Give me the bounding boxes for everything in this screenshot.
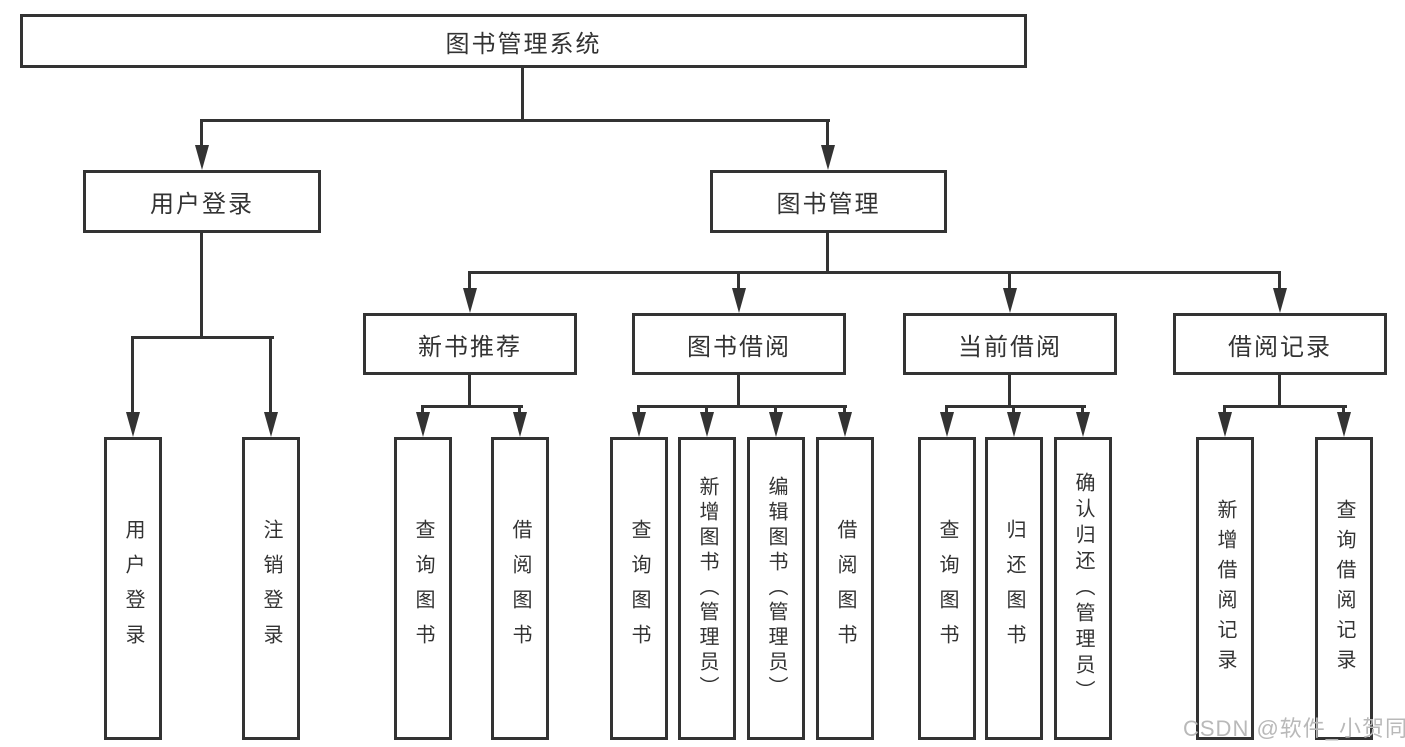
node-user-login: 用户登录 bbox=[83, 170, 321, 233]
arrowhead-l4-borrow-book-1 bbox=[513, 412, 527, 437]
connector-drop-l4 bbox=[843, 405, 846, 417]
arrowhead-book-management bbox=[821, 145, 835, 170]
connector-drop-l4 bbox=[1342, 405, 1345, 417]
arrowhead-l4-return-book bbox=[1007, 412, 1021, 437]
connector-drop-borrow-records bbox=[1278, 271, 1281, 291]
arrowhead-l4-query-record bbox=[1337, 412, 1351, 437]
arrowhead-l4-add-record bbox=[1218, 412, 1232, 437]
connector-user-login-stem bbox=[200, 233, 203, 337]
leaf-label: 新增借阅记录 bbox=[1214, 498, 1236, 679]
leaf-label: 借阅图书 bbox=[509, 518, 531, 659]
connector-user-login-rail bbox=[131, 336, 274, 339]
leaf-label: 查询借阅记录 bbox=[1333, 498, 1355, 679]
connector-drop-leaf-logout bbox=[269, 336, 272, 416]
arrowhead-l4-query-book-1 bbox=[416, 412, 430, 437]
connector-drop-l4 bbox=[1012, 405, 1015, 417]
connector-root-rail bbox=[200, 119, 830, 122]
connector-drop-new-books bbox=[468, 271, 471, 291]
connector-borrow-records-rail bbox=[1223, 405, 1347, 408]
arrowhead-l4-edit-book bbox=[769, 412, 783, 437]
node-label: 当前借阅 bbox=[958, 333, 1062, 361]
leaf-label: 借阅图书 bbox=[834, 518, 856, 659]
arrowhead-l4-query-book-3 bbox=[940, 412, 954, 437]
node-label: 图书借阅 bbox=[687, 333, 791, 361]
connector-book-borrow-stem bbox=[737, 375, 740, 406]
leaf-add-borrow-record: 新增借阅记录 bbox=[1196, 437, 1254, 740]
leaf-borrow-book-recommend: 借阅图书 bbox=[491, 437, 549, 740]
arrowhead-leaf-logout bbox=[264, 412, 278, 437]
connector-root-stem bbox=[521, 68, 524, 121]
node-label: 用户登录 bbox=[150, 191, 254, 218]
leaf-logout: 注销登录 bbox=[242, 437, 300, 740]
node-library-management-system: 图书管理系统 bbox=[20, 14, 1027, 68]
node-label: 图书管理 bbox=[776, 191, 881, 218]
connector-drop-l4 bbox=[945, 405, 948, 417]
connector-drop-book-borrow bbox=[737, 271, 740, 291]
node-label: 图书管理系统 bbox=[445, 30, 602, 58]
connector-drop-l4 bbox=[705, 405, 708, 417]
node-label: 借阅记录 bbox=[1228, 333, 1332, 361]
connector-current-borrow-stem bbox=[1008, 375, 1011, 406]
leaf-label: 编辑图书（管理员） bbox=[765, 476, 787, 701]
leaf-add-book-admin: 新增图书（管理员） bbox=[678, 437, 736, 740]
leaf-query-borrow-record: 查询借阅记录 bbox=[1315, 437, 1373, 740]
arrowhead-l4-confirm-return bbox=[1076, 412, 1090, 437]
leaf-query-book-recommend: 查询图书 bbox=[394, 437, 452, 740]
connector-drop-leaf-user-login bbox=[131, 336, 134, 416]
node-book-borrowing: 图书借阅 bbox=[632, 313, 846, 375]
connector-drop-l4 bbox=[518, 405, 521, 417]
connector-new-books-stem bbox=[468, 375, 471, 406]
leaf-confirm-return-admin: 确认归还（管理员） bbox=[1054, 437, 1112, 740]
connector-drop-l4 bbox=[1223, 405, 1226, 417]
leaf-label: 注销登录 bbox=[260, 518, 282, 659]
leaf-borrow-book-borrowing: 借阅图书 bbox=[816, 437, 874, 740]
connector-borrow-records-stem bbox=[1278, 375, 1281, 406]
leaf-query-book-borrowing: 查询图书 bbox=[610, 437, 668, 740]
connector-book-borrow-rail bbox=[637, 405, 847, 408]
node-book-management: 图书管理 bbox=[710, 170, 947, 233]
connector-drop-l4 bbox=[637, 405, 640, 417]
connector-drop-book-management bbox=[826, 119, 829, 147]
leaf-label: 查询图书 bbox=[936, 518, 958, 659]
connector-book-management-stem bbox=[826, 233, 829, 273]
leaf-user-login: 用户登录 bbox=[104, 437, 162, 740]
connector-drop-user-login bbox=[200, 119, 203, 147]
leaf-label: 用户登录 bbox=[122, 518, 144, 659]
connector-drop-l4 bbox=[1081, 405, 1084, 417]
leaf-label: 归还图书 bbox=[1003, 518, 1025, 659]
connector-current-borrow-rail bbox=[945, 405, 1086, 408]
node-new-book-recommend: 新书推荐 bbox=[363, 313, 577, 375]
arrowhead-l4-borrow-book-2 bbox=[838, 412, 852, 437]
leaf-return-book: 归还图书 bbox=[985, 437, 1043, 740]
arrowhead-user-login bbox=[195, 145, 209, 170]
connector-new-books-rail bbox=[421, 405, 523, 408]
connector-book-management-rail bbox=[468, 271, 1281, 274]
arrowhead-current-borrow bbox=[1003, 288, 1017, 313]
arrowhead-borrow-records bbox=[1273, 288, 1287, 313]
arrowhead-new-books bbox=[463, 288, 477, 313]
watermark: CSDN @软件_小贺同学 bbox=[1183, 716, 1405, 741]
connector-drop-l4 bbox=[421, 405, 424, 417]
leaf-label: 查询图书 bbox=[628, 518, 650, 659]
node-borrowing-records: 借阅记录 bbox=[1173, 313, 1387, 375]
leaf-label: 查询图书 bbox=[412, 518, 434, 659]
connector-drop-current-borrow bbox=[1008, 271, 1011, 291]
leaf-label: 确认归还（管理员） bbox=[1072, 471, 1094, 706]
node-current-borrowing: 当前借阅 bbox=[903, 313, 1117, 375]
arrowhead-book-borrow bbox=[732, 288, 746, 313]
arrowhead-l4-query-book-2 bbox=[632, 412, 646, 437]
leaf-edit-book-admin: 编辑图书（管理员） bbox=[747, 437, 805, 740]
connector-drop-l4 bbox=[774, 405, 777, 417]
leaf-label: 新增图书（管理员） bbox=[696, 476, 718, 701]
arrowhead-l4-add-book bbox=[700, 412, 714, 437]
node-label: 新书推荐 bbox=[418, 333, 522, 361]
leaf-query-book-current: 查询图书 bbox=[918, 437, 976, 740]
arrowhead-leaf-user-login bbox=[126, 412, 140, 437]
